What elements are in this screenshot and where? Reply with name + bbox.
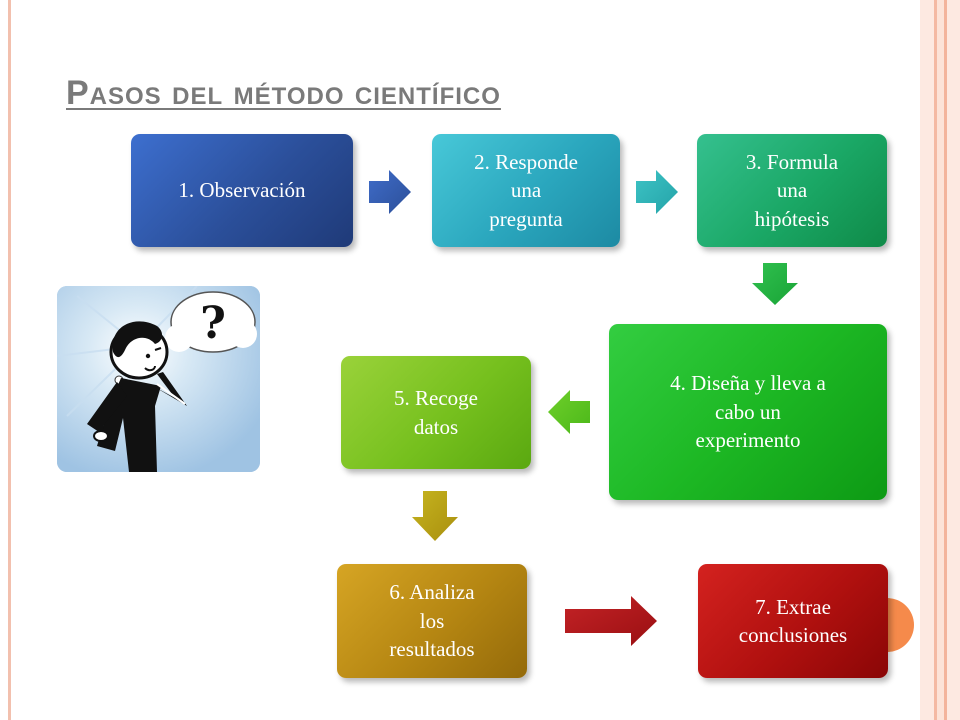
step-5-line-2: datos bbox=[413, 414, 459, 439]
step-4-disena-experimento: 4. Diseña y lleva a cabo un experimento bbox=[609, 324, 887, 500]
step-5-recoge-datos: 5. Recoge datos bbox=[341, 356, 531, 469]
step-6-line-1: 6. Analiza bbox=[389, 580, 475, 605]
slide-title: Pasos del método científico bbox=[66, 74, 501, 112]
thinking-person-illustration: ? bbox=[57, 286, 260, 472]
step-6-line-3: resultados bbox=[389, 637, 475, 662]
step-3-line-1: 3. Formula bbox=[745, 149, 839, 174]
step-2-responde-pregunta: 2. Responde una pregunta bbox=[432, 134, 620, 247]
step-3-formula-hipotesis: 3. Formula una hipótesis bbox=[697, 134, 887, 247]
step-7-line-2: conclusiones bbox=[738, 623, 848, 647]
step-1-line-1: 1. Observación bbox=[178, 178, 306, 203]
svg-text:?: ? bbox=[200, 298, 226, 349]
arrow-right-6-to-7-icon bbox=[565, 596, 657, 646]
step-6-line-2: los bbox=[419, 608, 445, 633]
step-6-analiza-resultados: 6. Analiza los resultados bbox=[337, 564, 527, 678]
step-2-line-3: pregunta bbox=[489, 206, 563, 231]
slide-frame-right-band bbox=[920, 0, 960, 720]
arrow-down-3-to-4-icon bbox=[752, 263, 798, 305]
step-3-line-3: hipótesis bbox=[754, 206, 830, 231]
step-7-line-1: 7. Extrae bbox=[755, 594, 831, 619]
slide-frame-left-line bbox=[8, 0, 11, 720]
arrow-right-1-to-2-icon bbox=[369, 170, 411, 214]
arrow-left-4-to-5-icon bbox=[548, 390, 590, 434]
step-2-line-2: una bbox=[510, 178, 542, 203]
step-3-line-2: una bbox=[776, 178, 808, 203]
step-4-line-1: 4. Diseña y lleva a bbox=[670, 371, 826, 396]
arrow-right-2-to-3-icon bbox=[636, 170, 678, 214]
step-4-line-2: cabo un bbox=[715, 399, 781, 424]
step-5-line-1: 5. Recoge bbox=[394, 386, 478, 411]
step-1-observacion: 1. Observación bbox=[131, 134, 353, 247]
arrow-down-5-to-6-icon bbox=[412, 491, 458, 541]
step-7-extrae-conclusiones: 7. Extrae conclusiones bbox=[698, 564, 888, 678]
person-figure-icon bbox=[87, 321, 187, 472]
step-2-line-1: 2. Responde bbox=[474, 149, 578, 174]
step-4-line-3: experimento bbox=[695, 428, 801, 453]
